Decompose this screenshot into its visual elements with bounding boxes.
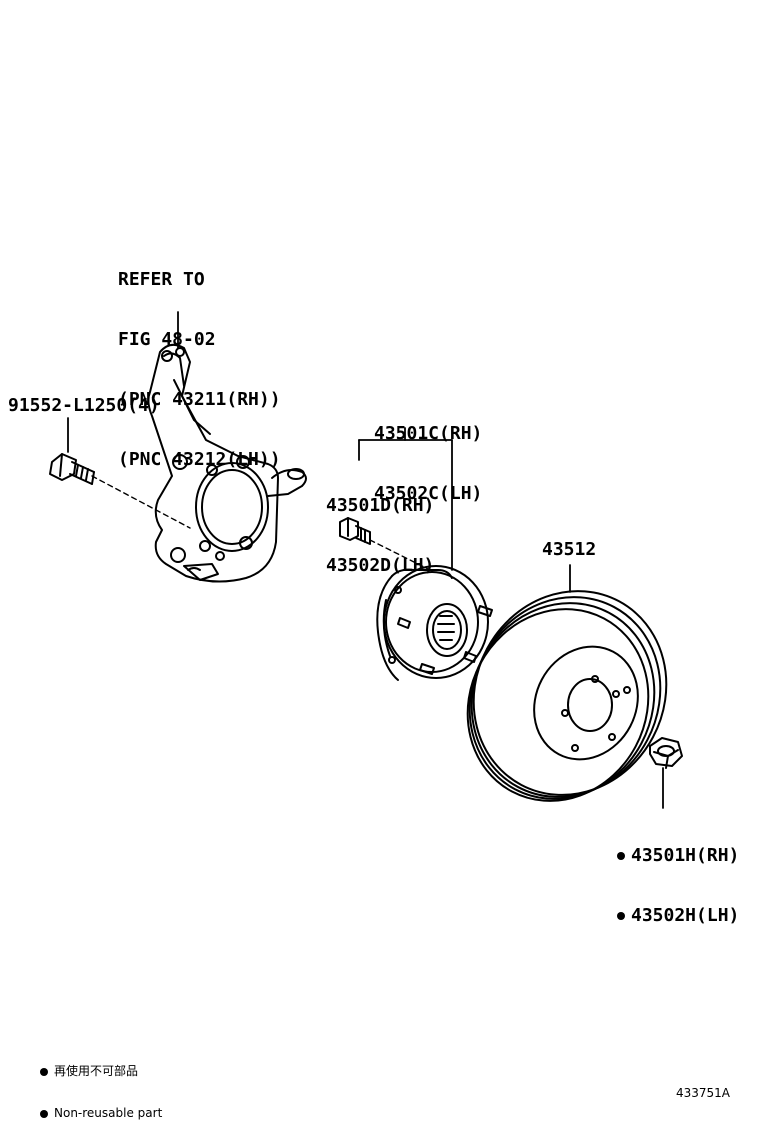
hub-bolt-lh: 43502D(LH) <box>326 555 435 576</box>
legend-dot <box>40 1109 48 1118</box>
hub-assy-lh: 43502C(LH) <box>374 483 483 504</box>
hub-nut-drawing <box>649 737 683 769</box>
legend-dot <box>40 1067 48 1076</box>
hub-assy-rh: 43501C(RH) <box>374 423 483 444</box>
knuckle-bolt-drawing <box>49 453 95 485</box>
nut-lh: 43502H(LH) <box>631 905 740 926</box>
nut-label: 43501H(RH) 43502H(LH) <box>617 806 739 946</box>
legend-jp-row: 再使用不可部品 <box>40 1064 162 1078</box>
disc-part-label: 43512 <box>542 539 597 560</box>
brake-disc-drawing <box>466 590 668 802</box>
nut-rh: 43501H(RH) <box>631 845 740 866</box>
dashed-assembly-lines <box>91 475 431 571</box>
non-reusable-marker <box>617 852 625 860</box>
hub-bearing-drawing <box>376 565 493 681</box>
knuckle-ref-line2: FIG 48-02 <box>118 329 216 350</box>
knuckle-ref-line4: (PNC 43212(LH)) <box>118 449 281 470</box>
steering-knuckle-drawing <box>147 343 307 583</box>
knuckle-ref-line1: REFER TO <box>118 269 205 290</box>
legend-en-row: Non-reusable part <box>40 1106 162 1120</box>
nut-lh-row: 43502H(LH) <box>617 906 739 926</box>
knuckle-reference-label: REFER TO FIG 48-02 (PNC 43211(RH)) (PNC … <box>118 230 281 490</box>
non-reusable-marker <box>617 912 625 920</box>
hub-bolt-label: 43501D(RH) 43502D(LH) <box>326 456 434 596</box>
leader-lines <box>67 311 664 809</box>
knuckle-ref-line3: (PNC 43211(RH)) <box>118 389 281 410</box>
nut-rh-row: 43501H(RH) <box>617 846 739 866</box>
hub-bolt-rh: 43501D(RH) <box>326 495 435 516</box>
legend-en: Non-reusable part <box>54 1106 163 1120</box>
figure-id: 433751A <box>676 1086 731 1100</box>
hub-bolt-drawing <box>339 517 371 545</box>
legend: 再使用不可部品 Non-reusable part <box>40 1036 162 1134</box>
bolt-part-label: 91552-L1250(4) <box>8 395 160 416</box>
hub-assy-label: 43501C(RH) 43502C(LH) <box>374 384 482 524</box>
legend-jp: 再使用不可部品 <box>54 1064 139 1078</box>
